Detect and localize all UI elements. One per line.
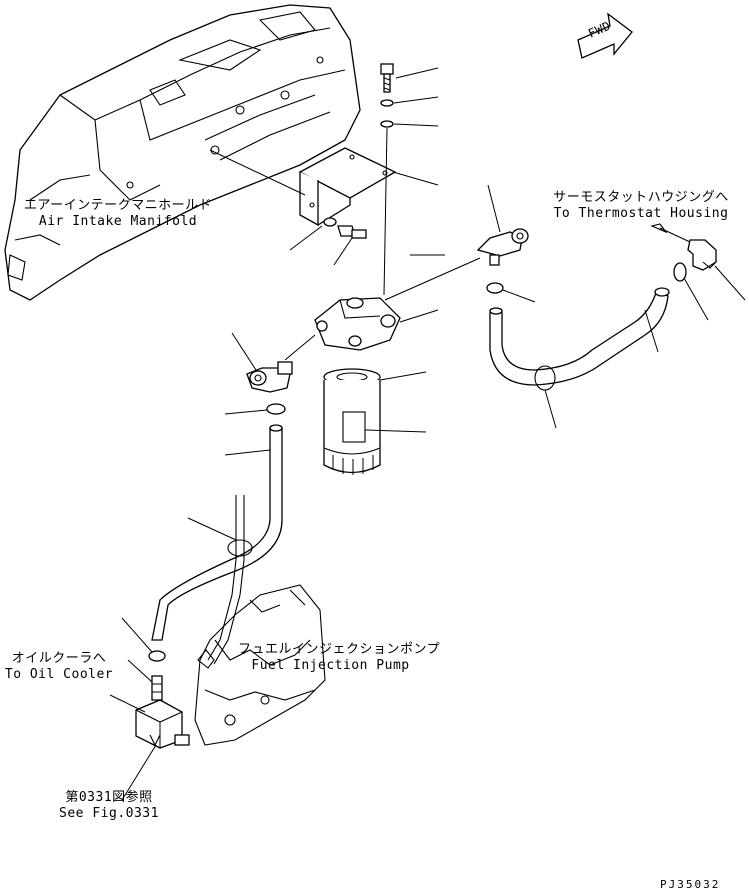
drawing-number: PJ35032: [660, 878, 721, 891]
fuel-filter-cartridge: [323, 368, 381, 475]
air-intake-label-jp: エアーインテークマニホールド: [23, 198, 213, 213]
injection-pump-label-jp: フュエルインジェクションポンプ: [238, 642, 441, 657]
see-fig-label-jp: 第0331図参照: [65, 790, 153, 805]
mounting-bracket: [298, 147, 397, 227]
banjo-fitting-left: [246, 361, 293, 393]
fuel-hose-right: [489, 287, 670, 386]
air-intake-label-en: Air Intake Manifold: [38, 214, 198, 229]
washer-2: [380, 120, 394, 128]
injection-line: [207, 495, 237, 661]
forward-arrow: [577, 12, 633, 59]
washer-3: [323, 217, 337, 227]
injection-pump-label-en: Fuel Injection Pump: [251, 658, 410, 673]
air-intake-manifold: [4, 4, 361, 301]
filter-head: [314, 297, 401, 351]
fuel-injection-pump: [194, 584, 326, 746]
hose-clamp-left: [266, 403, 286, 415]
thermostat-label-jp: サーモスタットハウジングへ: [553, 190, 729, 205]
see-fig-label-en: See Fig.0331: [59, 806, 159, 821]
hose-clamp-lower: [148, 650, 166, 662]
connector-lower: [151, 675, 163, 701]
elbow-fitting: [687, 239, 717, 271]
oil-cooler-block: [135, 699, 190, 749]
fuel-hose-left: [151, 424, 283, 641]
hose-band-left: [227, 539, 253, 557]
oil-cooler-label-en: To Oil Cooler: [4, 667, 114, 682]
bolt-side: [337, 225, 367, 239]
hose-clamp-right: [486, 282, 504, 294]
oil-cooler-label-jp: オイルクーラへ: [11, 651, 107, 666]
thermostat-label-en: To Thermostat Housing: [553, 206, 729, 221]
bolt-top: [380, 63, 394, 93]
hose-clamp-thermostat: [673, 262, 687, 282]
banjo-fitting-right: [476, 228, 529, 266]
washer-1: [380, 99, 394, 107]
